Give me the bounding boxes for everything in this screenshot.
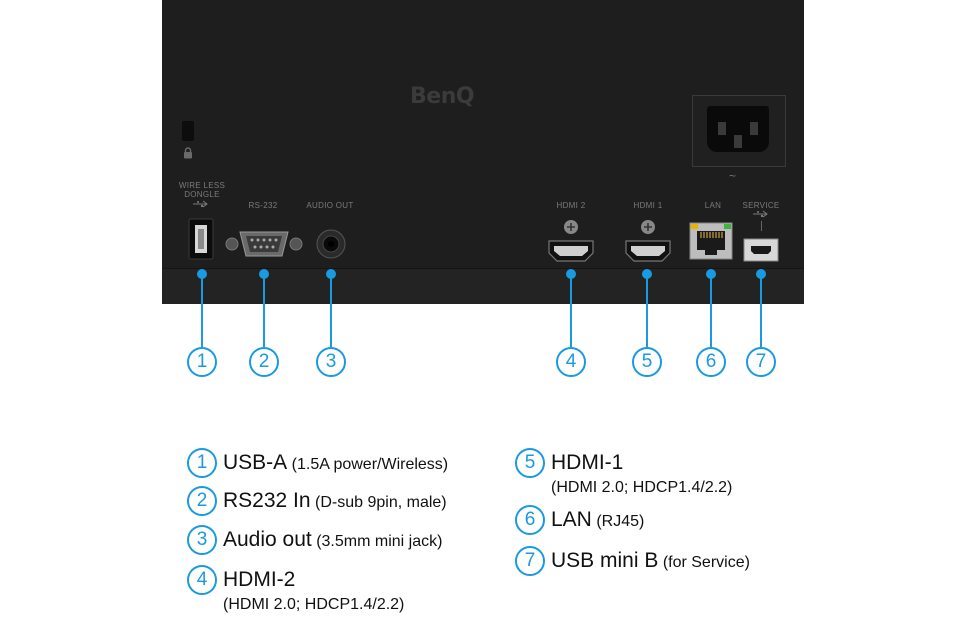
callout-dot-2	[259, 269, 269, 279]
legend-number: 2	[187, 486, 217, 516]
legend-number: 5	[515, 448, 545, 478]
legend-detail: (D-sub 9pin, male)	[315, 494, 447, 511]
callout-dot-7	[756, 269, 766, 279]
legend-subtext: (HDMI 2.0; HDCP1.4/2.2)	[551, 479, 733, 496]
callout-number-1: 1	[187, 347, 217, 377]
callout-dot-5	[642, 269, 652, 279]
label-service: SERVICE	[742, 201, 780, 210]
hdmi2-screw-icon	[564, 220, 578, 234]
callout-number-5: 5	[632, 347, 662, 377]
legend-item-2: 2 RS232 In (D-sub 9pin, male)	[187, 486, 447, 516]
label-wireless-dongle: WIRE LESS DONGLE	[178, 181, 226, 199]
label-hdmi1: HDMI 1	[633, 201, 663, 210]
lock-icon	[184, 147, 192, 159]
legend-number: 7	[515, 546, 545, 576]
power-inlet-socket	[707, 106, 769, 152]
lan-port	[689, 222, 733, 260]
callout-lines	[197, 269, 766, 347]
callout-number-7: 7	[746, 347, 776, 377]
ac-symbol: ~	[729, 169, 737, 183]
usb-mini-b-port	[743, 238, 779, 262]
legend-title: LAN	[551, 508, 592, 531]
legend-title: RS232 In	[223, 489, 311, 512]
legend-item-1: 1 USB-A (1.5A power/Wireless)	[187, 448, 448, 478]
legend-item-4: 4 HDMI-2 (HDMI 2.0; HDCP1.4/2.2)	[187, 565, 404, 615]
label-hdmi2: HDMI 2	[556, 201, 586, 210]
callout-number-4: 4	[556, 347, 586, 377]
legend-number: 1	[187, 448, 217, 478]
callout-dot-6	[706, 269, 716, 279]
usb-symbol-icon	[193, 200, 208, 208]
legend-title: Audio out	[223, 528, 312, 551]
legend-detail: (RJ45)	[596, 513, 645, 530]
legend-detail: (1.5A power/Wireless)	[291, 456, 449, 473]
audio-jack	[316, 229, 346, 259]
legend-title: USB-A	[223, 451, 288, 474]
label-lan: LAN	[704, 201, 722, 210]
legend-subtext: (HDMI 2.0; HDCP1.4/2.2)	[223, 596, 405, 613]
legend-detail: (3.5mm mini jack)	[316, 533, 443, 550]
power-pins-icon	[718, 122, 758, 148]
hdmi2-port	[548, 240, 594, 262]
legend-item-3: 3 Audio out (3.5mm mini jack)	[187, 525, 442, 555]
brand-logo: BenQ	[410, 84, 475, 109]
usb-symbol-icon-service	[753, 210, 768, 218]
legend-item-7: 7 USB mini B (for Service)	[515, 546, 750, 576]
callout-dot-3	[326, 269, 336, 279]
usb-a-port	[188, 218, 214, 260]
legend-item-6: 6 LAN (RJ45)	[515, 505, 644, 535]
legend-detail: (for Service)	[662, 554, 750, 571]
label-rs232: RS-232	[248, 201, 278, 210]
callout-number-3: 3	[316, 347, 346, 377]
legend-title: USB mini B	[551, 549, 659, 572]
service-tick-mark	[761, 221, 762, 231]
callout-dot-1	[197, 269, 207, 279]
legend-number: 4	[187, 565, 217, 595]
hdmi1-port	[625, 240, 671, 262]
hdmi1-screw-icon	[641, 220, 655, 234]
callout-number-2: 2	[249, 347, 279, 377]
label-audio-out: AUDIO OUT	[306, 201, 354, 210]
legend-number: 3	[187, 525, 217, 555]
callout-number-6: 6	[696, 347, 726, 377]
legend-item-5: 5 HDMI-1 (HDMI 2.0; HDCP1.4/2.2)	[515, 448, 732, 498]
callout-dot-4	[566, 269, 576, 279]
legend-title: HDMI-1	[551, 451, 624, 474]
security-lock-slot	[182, 121, 194, 141]
legend-title: HDMI-2	[223, 568, 296, 591]
rs232-port	[225, 231, 303, 257]
legend-number: 6	[515, 505, 545, 535]
